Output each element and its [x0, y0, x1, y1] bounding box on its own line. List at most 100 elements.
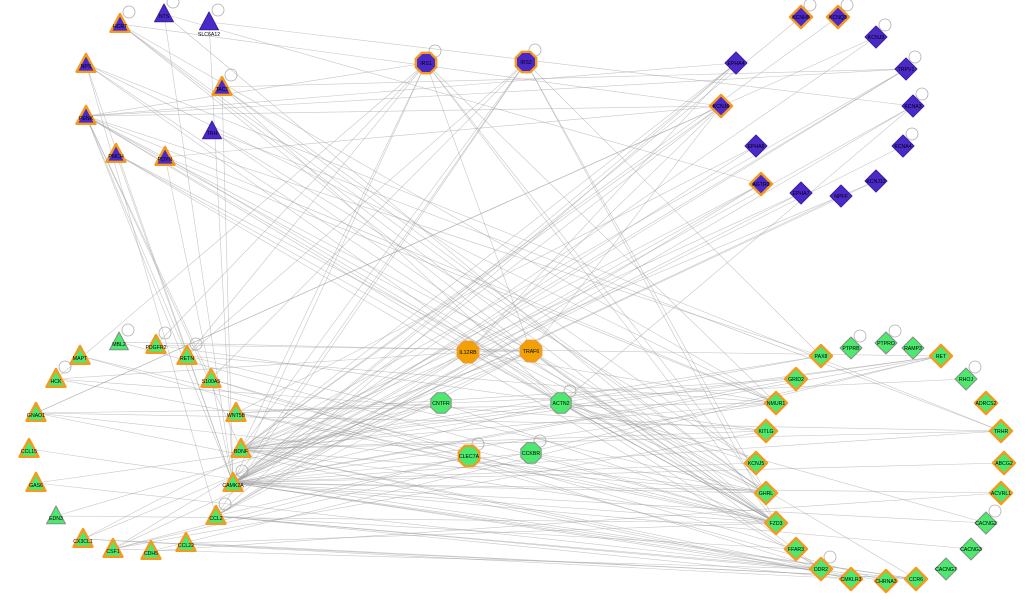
- node-KCNA4[interactable]: KCNA4: [891, 127, 919, 158]
- node-RHOJ[interactable]: RHOJ: [954, 360, 982, 391]
- diamond-shape-NMUR1[interactable]: [763, 390, 789, 416]
- triangle-shape-MBL2[interactable]: [109, 331, 129, 351]
- triangle-shape-PMCH[interactable]: [105, 142, 127, 164]
- diamond-shape-RET[interactable]: [928, 343, 954, 369]
- diamond-shape-KCNJ6[interactable]: [708, 93, 734, 119]
- node-CACNG2[interactable]: CACNG2: [974, 504, 1002, 535]
- node-HCK[interactable]: HCK: [45, 360, 72, 388]
- octagon-shape-IRS2[interactable]: [514, 50, 538, 74]
- node-NTS[interactable]: NTS: [154, 0, 180, 23]
- node-ACVRL1[interactable]: ACVRL1: [988, 480, 1014, 506]
- diamond-shape-NPFFR2[interactable]: [829, 184, 853, 208]
- node-HCRT[interactable]: HCRT: [109, 5, 136, 33]
- diamond-shape-TRPV1[interactable]: [894, 57, 918, 81]
- node-MAPT[interactable]: MAPT: [69, 344, 91, 365]
- diamond-shape-KCNQ3[interactable]: [825, 4, 851, 30]
- diamond-shape-CACNG2[interactable]: [974, 511, 998, 535]
- diamond-shape-GRID2[interactable]: [783, 366, 809, 392]
- diamond-shape-KCNH5[interactable]: [788, 4, 814, 30]
- diamond-shape-PTPRO[interactable]: [874, 331, 898, 355]
- triangle-shape-SLC6A12[interactable]: [199, 11, 219, 31]
- node-PTPRO[interactable]: PTPRO: [874, 324, 902, 355]
- node-CCR6[interactable]: CCR6: [903, 566, 929, 592]
- octagon-shape-IL12RB1[interactable]: [456, 340, 480, 364]
- triangle-shape-CAMK2A[interactable]: [222, 471, 244, 492]
- node-ABCG2[interactable]: ABCG2: [991, 450, 1017, 476]
- triangle-shape-MAPT[interactable]: [69, 344, 91, 365]
- triangle-shape-GNAO1[interactable]: [25, 401, 47, 422]
- node-TAC1[interactable]: TAC1: [211, 68, 238, 97]
- triangle-shape-NTS[interactable]: [154, 3, 174, 23]
- triangle-shape-CCL2[interactable]: [205, 504, 227, 525]
- node-TRAF6[interactable]: TRAF6: [519, 339, 543, 363]
- node-SLC6A12[interactable]: SLC6A12: [198, 3, 225, 38]
- triangle-shape-PDGFRA[interactable]: [145, 333, 167, 354]
- triangle-shape-CCL15[interactable]: [18, 437, 40, 458]
- diamond-shape-KCNJ9[interactable]: [864, 25, 888, 49]
- node-TRH[interactable]: TRH: [202, 120, 222, 140]
- diamond-shape-CACNG7[interactable]: [934, 557, 958, 581]
- node-IL12RB1[interactable]: IL12RB: [456, 340, 480, 364]
- octagon-shape-CNTFR[interactable]: [430, 392, 452, 414]
- node-KITLG[interactable]: KITLG: [753, 418, 779, 444]
- octagon-shape-ACTN2[interactable]: [550, 392, 572, 414]
- node-KCNA3[interactable]: KCNA3: [901, 87, 929, 118]
- diamond-shape-PAX8[interactable]: [808, 343, 834, 369]
- triangle-shape-WNT5B[interactable]: [225, 401, 247, 422]
- node-PMCH[interactable]: PMCH: [105, 142, 127, 164]
- node-CCL22[interactable]: CCL22: [175, 531, 197, 552]
- diamond-shape-FZD3[interactable]: [763, 510, 789, 536]
- diamond-shape-EPHA6[interactable]: [744, 134, 768, 158]
- node-EPHA7[interactable]: EPHA7: [789, 181, 813, 205]
- triangle-shape-TAC1[interactable]: [211, 75, 233, 97]
- triangle-shape-GAS6[interactable]: [25, 471, 47, 492]
- diamond-shape-KITLG[interactable]: [753, 418, 779, 444]
- node-EPHA6[interactable]: EPHA6: [744, 134, 768, 158]
- node-CMKLR1[interactable]: CMKLR3: [838, 566, 864, 592]
- triangle-shape-PDYN[interactable]: [154, 145, 176, 167]
- diamond-shape-CCR6[interactable]: [903, 566, 929, 592]
- triangle-shape-CX3CL1[interactable]: [72, 527, 94, 548]
- triangle-shape-EDN3[interactable]: [46, 505, 66, 525]
- diamond-shape-RAMP3[interactable]: [901, 336, 925, 360]
- node-NPFFR2[interactable]: NPFF: [829, 184, 853, 208]
- octagon-shape-CLEC7A[interactable]: [457, 444, 481, 468]
- triangle-shape-NPS[interactable]: [75, 52, 97, 74]
- node-EDN3[interactable]: EDN3: [46, 505, 66, 525]
- diamond-shape-TRHR[interactable]: [988, 418, 1014, 444]
- diamond-shape-KCNA4[interactable]: [891, 134, 915, 158]
- node-IRS2[interactable]: IRS2: [514, 43, 542, 74]
- diamond-shape-KCNA3[interactable]: [901, 94, 925, 118]
- triangle-shape-HCK[interactable]: [45, 367, 67, 388]
- node-TRPV1[interactable]: TRPV1: [894, 50, 922, 81]
- node-CACNG7[interactable]: CACNG7: [934, 557, 958, 581]
- node-KCNJ12[interactable]: KCNJ12: [864, 169, 888, 193]
- diamond-shape-CHRNA3[interactable]: [873, 568, 899, 594]
- diamond-shape-PTPRB[interactable]: [839, 336, 863, 360]
- node-FFAR3[interactable]: FFAR3: [783, 536, 809, 562]
- node-EPHA4[interactable]: EPHA4: [724, 51, 748, 75]
- triangle-shape-BDNF[interactable]: [230, 437, 252, 458]
- node-AGTR2[interactable]: AGTR2: [748, 171, 774, 197]
- diamond-shape-KCNJ5[interactable]: [743, 450, 769, 476]
- node-TRHR[interactable]: TRHR: [988, 418, 1014, 444]
- triangle-shape-TRH[interactable]: [202, 120, 222, 140]
- triangle-shape-RETN[interactable]: [176, 344, 198, 365]
- diamond-shape-RHOJ[interactable]: [954, 367, 978, 391]
- node-ADCY2[interactable]: ADRCS2: [973, 390, 999, 416]
- octagon-shape-TRAF6[interactable]: [519, 339, 543, 363]
- diamond-shape-CACNG3[interactable]: [959, 537, 983, 561]
- node-KCNQ3[interactable]: KCNQ3: [825, 0, 854, 30]
- diamond-shape-CMKLR1[interactable]: [838, 566, 864, 592]
- node-CACNG3[interactable]: CACNG3: [959, 537, 983, 561]
- diamond-shape-GHRL[interactable]: [753, 480, 779, 506]
- node-GNAO1[interactable]: GNAO1: [25, 401, 47, 422]
- triangle-shape-CCL22[interactable]: [175, 531, 197, 552]
- diamond-shape-ACVRL1[interactable]: [988, 480, 1014, 506]
- diamond-shape-ABCG2[interactable]: [991, 450, 1017, 476]
- triangle-shape-HCRT[interactable]: [109, 12, 131, 33]
- node-CX3CL1[interactable]: CX3CL1: [72, 527, 94, 548]
- node-CCL15[interactable]: CCL15: [18, 437, 40, 458]
- triangle-shape-CDH5[interactable]: [140, 539, 162, 560]
- node-RET[interactable]: RET: [928, 343, 954, 369]
